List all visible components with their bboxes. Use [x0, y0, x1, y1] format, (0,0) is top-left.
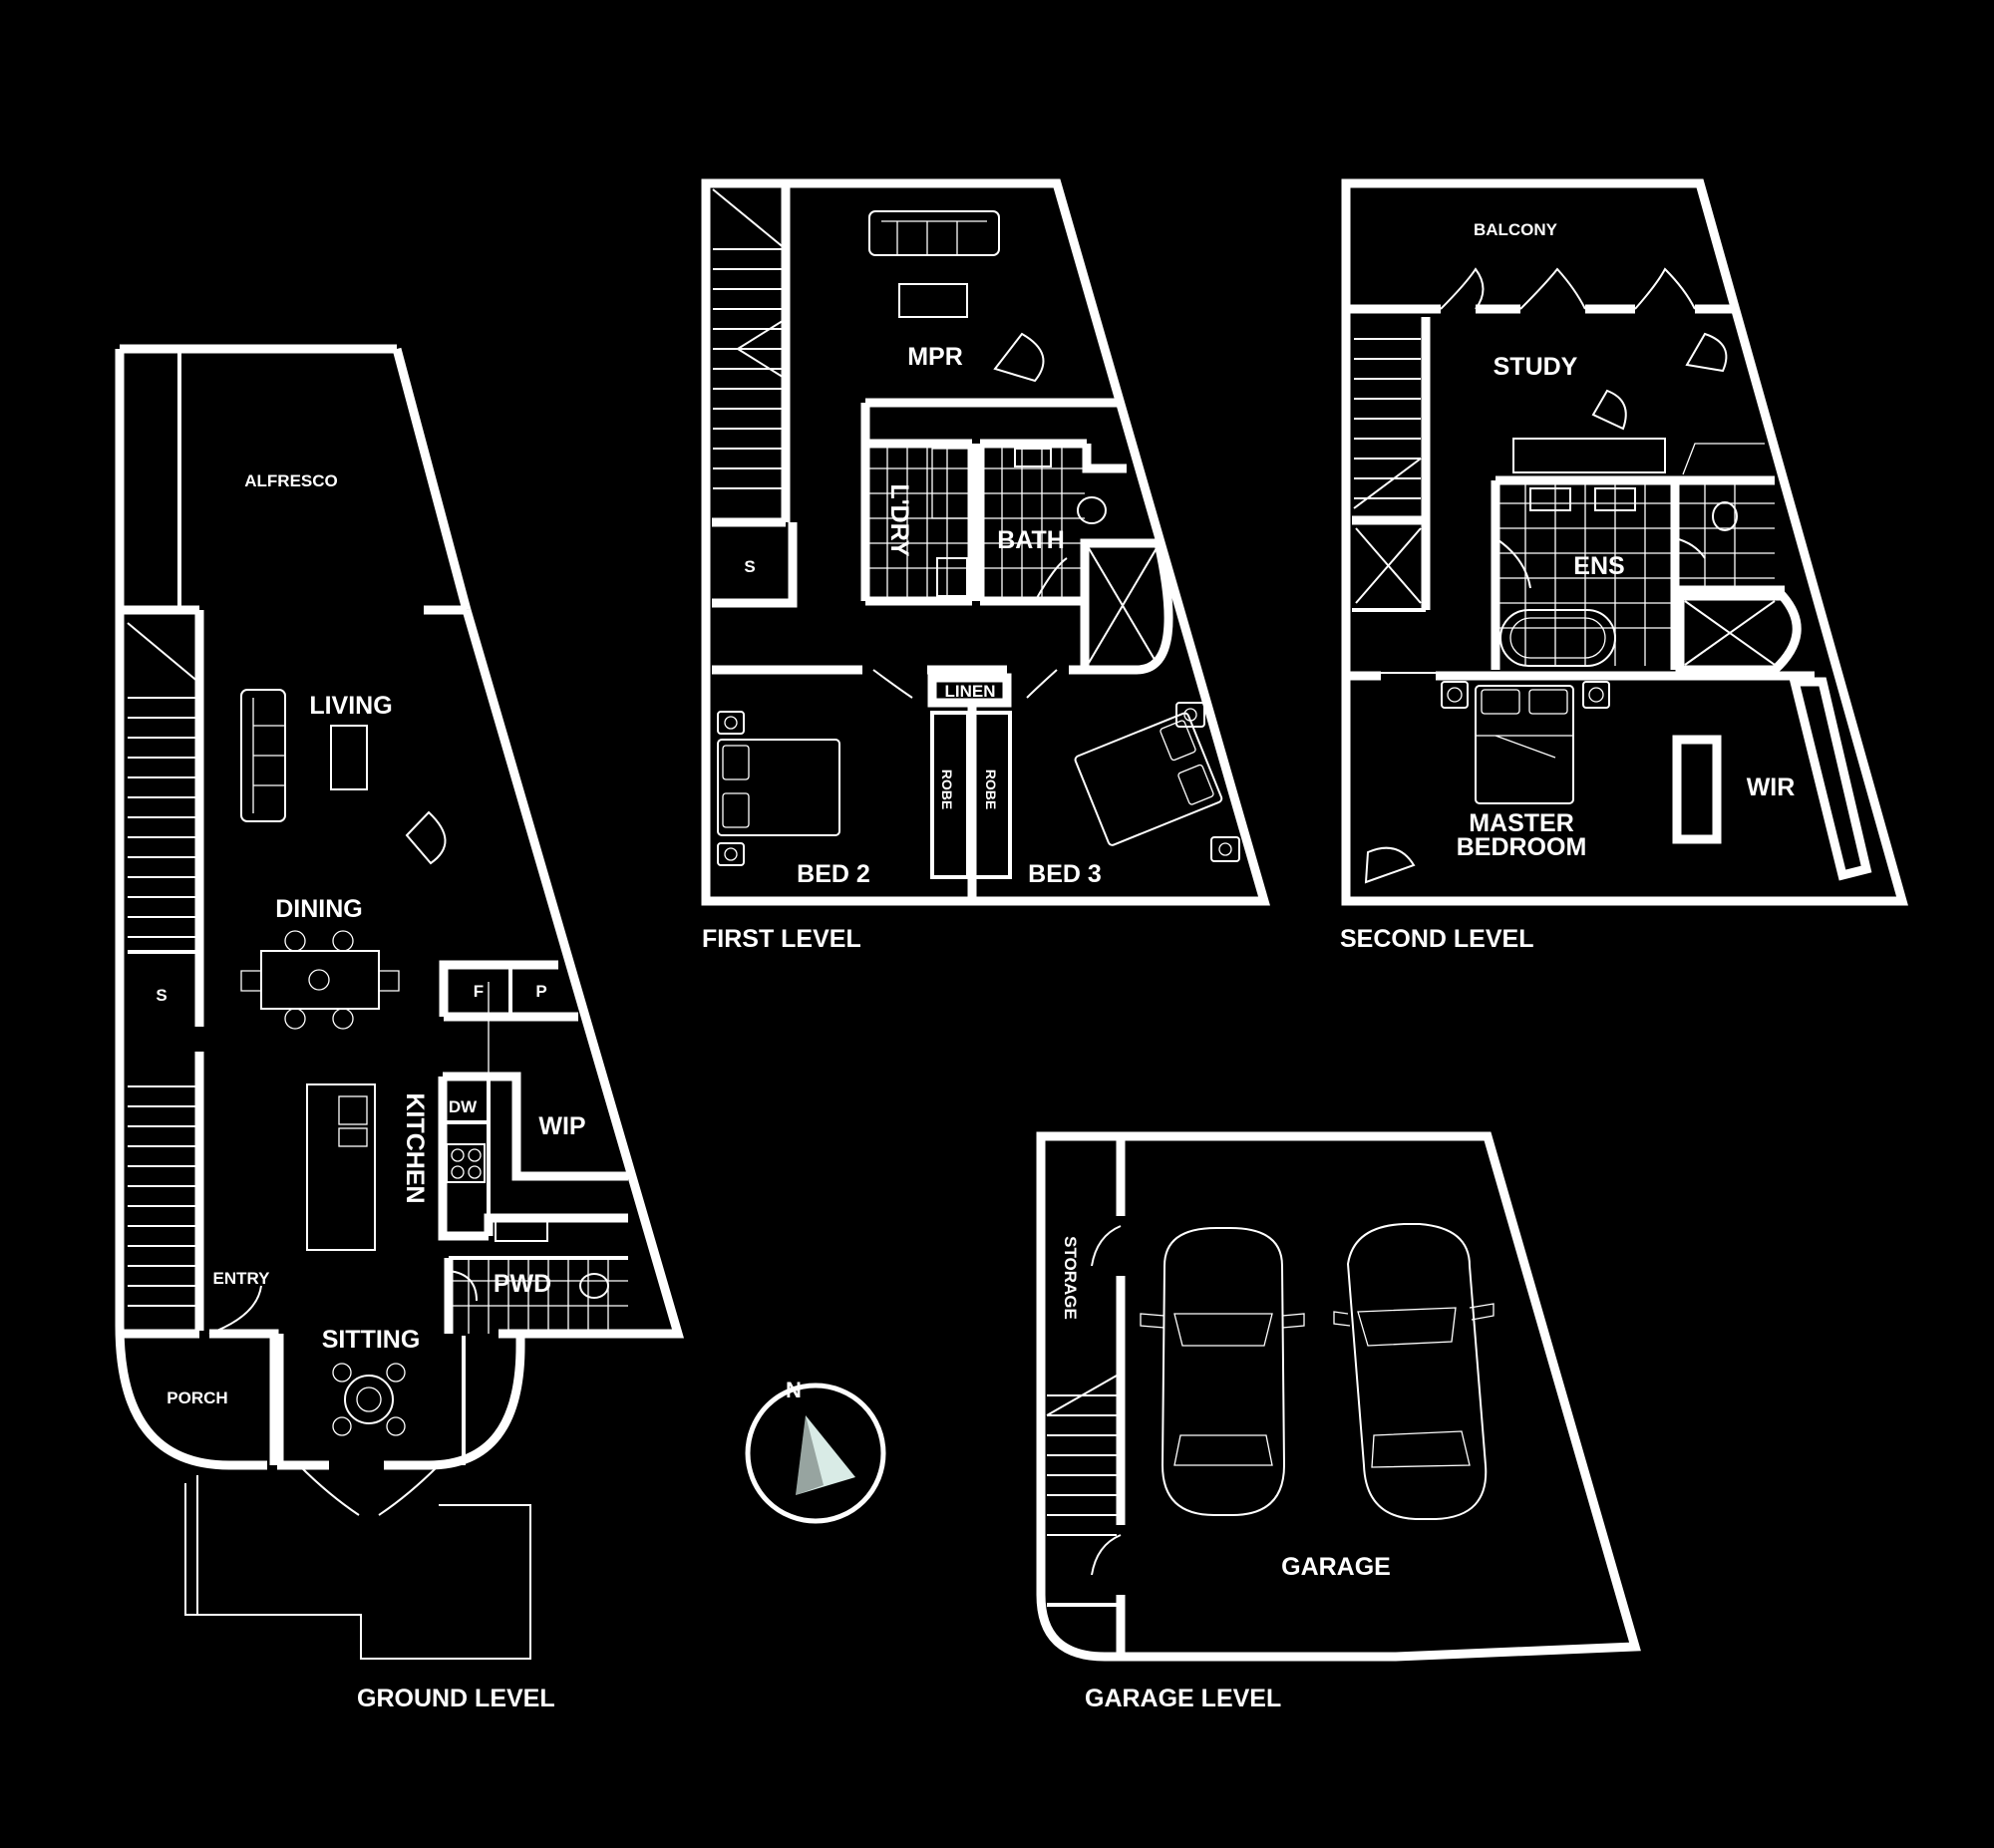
room-label-store: S — [156, 986, 166, 1005]
room-label-robe-b: ROBE — [983, 770, 999, 809]
room-label-bed2: BED 2 — [797, 860, 870, 888]
garage-level-plan — [1036, 1131, 1641, 1662]
room-label-robe-a: ROBE — [939, 770, 955, 809]
room-label-store-first: S — [744, 557, 755, 576]
first-level-labels: MPR L'DRY BATH S LINEN ROBE ROBE BED 2 B… — [702, 343, 1102, 953]
room-label-master-line1: MASTER — [1469, 809, 1574, 837]
room-label-sitting: SITTING — [322, 1326, 421, 1354]
room-label-pantry: P — [535, 982, 546, 1001]
room-label-alfresco: ALFRESCO — [244, 471, 338, 490]
room-label-mpr: MPR — [907, 343, 963, 371]
level-title-second: SECOND LEVEL — [1340, 925, 1533, 953]
room-label-dining: DINING — [275, 895, 363, 923]
room-label-linen: LINEN — [945, 682, 996, 701]
room-label-pwd: PWD — [494, 1270, 551, 1298]
ground-level-plan — [115, 344, 685, 1660]
room-label-fridge: F — [474, 982, 484, 1001]
room-label-wir: WIR — [1747, 773, 1796, 801]
ground-level-labels: ALFRESCO LIVING DINING KITCHEN WIP PWD S… — [156, 471, 585, 1712]
room-label-bed3: BED 3 — [1028, 860, 1102, 888]
room-label-entry: ENTRY — [213, 1269, 271, 1288]
room-label-kitchen: KITCHEN — [401, 1092, 429, 1203]
room-label-balcony: BALCONY — [1474, 220, 1558, 239]
room-label-laundry: L'DRY — [885, 483, 913, 556]
room-label-ens: ENS — [1573, 552, 1624, 580]
level-title-garage: GARAGE LEVEL — [1085, 1685, 1281, 1712]
room-label-garage: GARAGE — [1281, 1553, 1391, 1581]
second-level-plan — [1341, 178, 1908, 906]
north-arrow-icon — [745, 1383, 886, 1524]
room-label-master-line2: BEDROOM — [1457, 833, 1587, 861]
level-title-ground: GROUND LEVEL — [357, 1685, 555, 1712]
level-title-first: FIRST LEVEL — [702, 925, 861, 953]
first-level-plan — [701, 178, 1270, 906]
room-label-bath: BATH — [997, 526, 1065, 554]
room-label-study: STUDY — [1494, 353, 1578, 381]
room-label-living: LIVING — [309, 692, 392, 720]
room-label-porch: PORCH — [166, 1388, 227, 1407]
room-label-storage: STORAGE — [1061, 1236, 1080, 1320]
second-level-labels: BALCONY STUDY ENS WIR MASTER BEDROOM SEC… — [1340, 220, 1795, 953]
room-label-dishwasher: DW — [449, 1097, 478, 1116]
room-label-wip: WIP — [538, 1112, 585, 1140]
compass-north-letter: N — [786, 1378, 802, 1402]
garage-level-labels: STORAGE GARAGE GARAGE LEVEL — [1061, 1236, 1391, 1712]
